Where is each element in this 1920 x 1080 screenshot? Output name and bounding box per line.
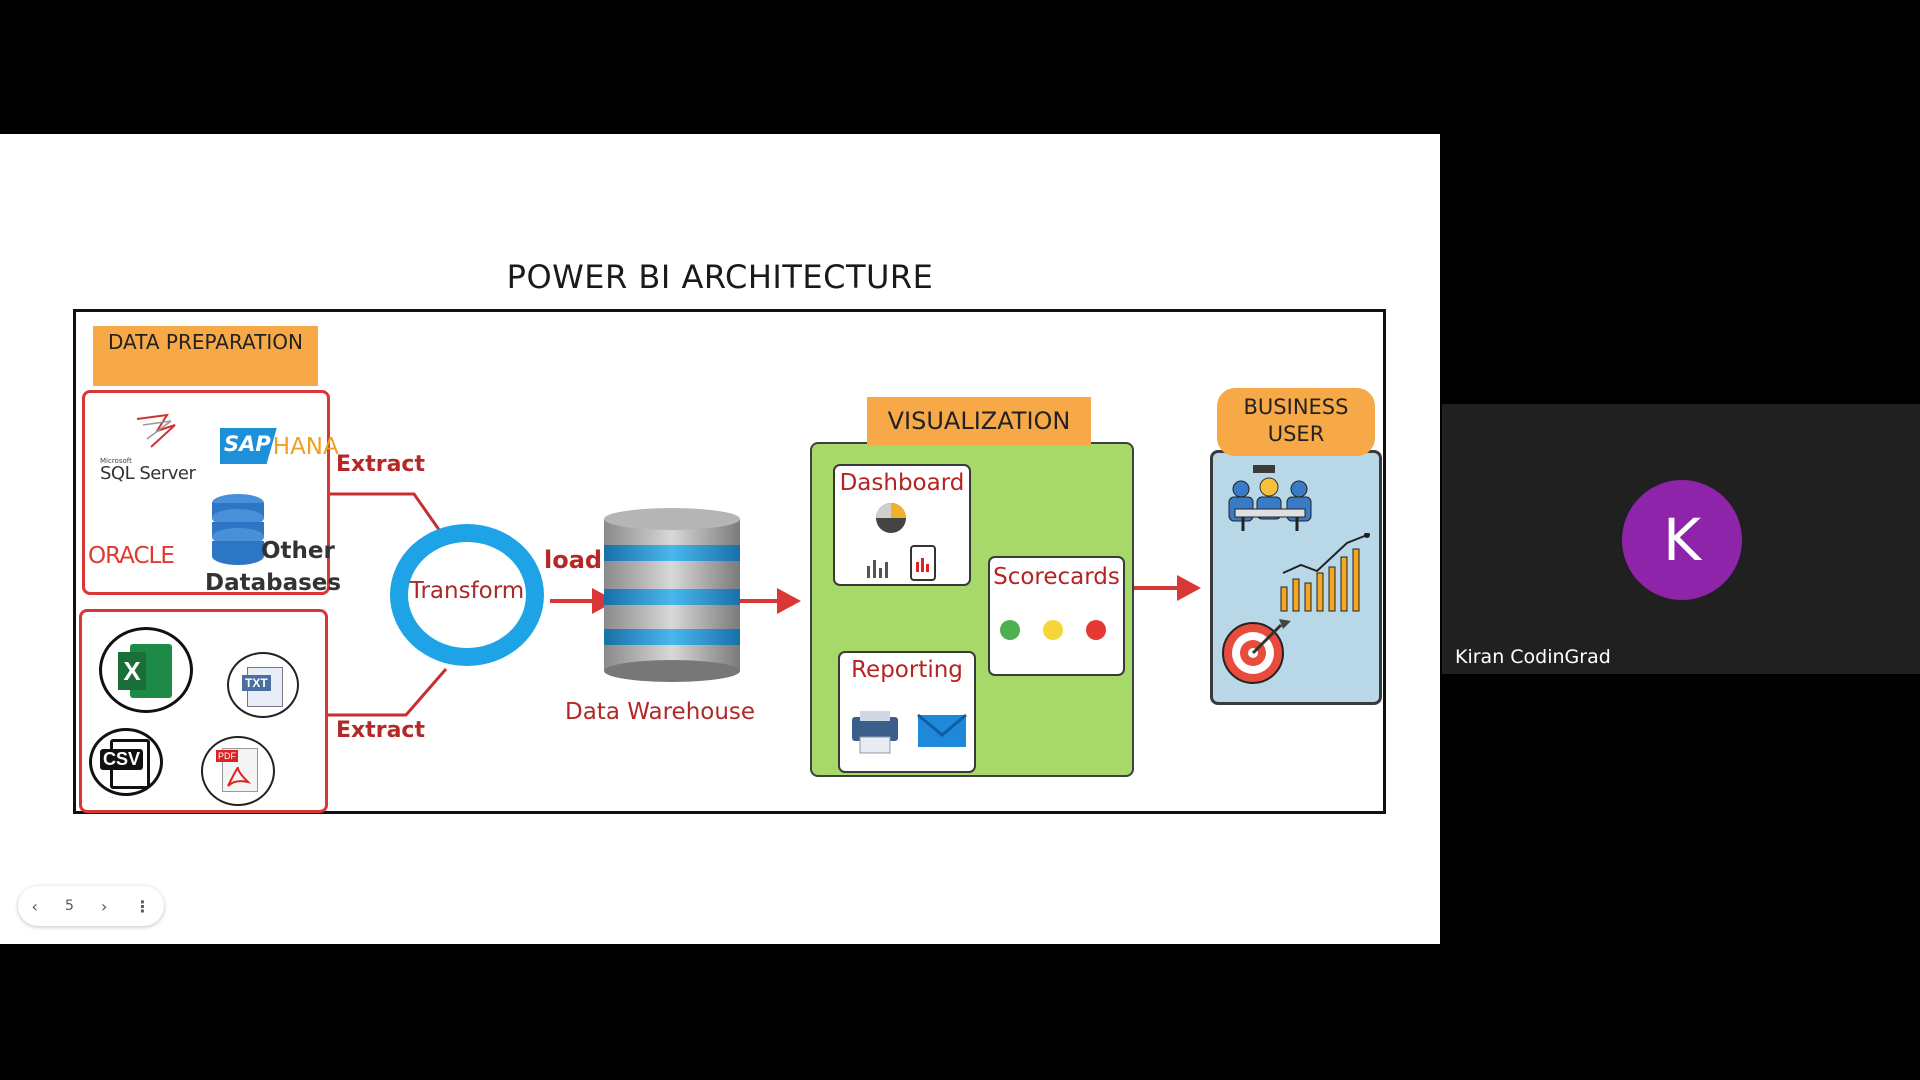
databases-label: Databases: [205, 570, 342, 596]
business-user-tag: BUSINESS USER: [1217, 388, 1375, 456]
scorecards-card: Scorecards: [988, 556, 1125, 676]
visualization-panel: Dashboard Scorecards: [810, 442, 1134, 777]
email-icon: [917, 713, 967, 747]
reporting-card: Reporting: [838, 651, 976, 773]
pdf-label: PDF: [216, 750, 238, 762]
csv-file-icon: CSV: [89, 728, 163, 796]
txt-file-icon: TXT: [227, 652, 299, 718]
dashboard-card: Dashboard: [833, 464, 971, 586]
extract-bottom-label: Extract: [336, 718, 425, 743]
sql-server-label: SQL Server: [100, 463, 196, 484]
presentation-slide: POWER BI ARCHITECTURE DATA PREPARATION M…: [0, 134, 1440, 944]
data-warehouse-label: Data Warehouse: [565, 699, 756, 725]
avatar: K: [1622, 480, 1742, 600]
dashboard-label: Dashboard: [839, 470, 965, 496]
csv-label: CSV: [100, 749, 144, 770]
data-preparation-tag: DATA PREPARATION: [93, 326, 318, 386]
extract-top-label: Extract: [336, 452, 425, 477]
sql-server-small-label: Microsoft: [100, 457, 132, 465]
other-label: Other: [261, 538, 335, 564]
business-user-panel: [1210, 450, 1382, 705]
txt-label: TXT: [242, 675, 271, 691]
architecture-diagram: DATA PREPARATION Microsoft SQL Server SA…: [73, 309, 1386, 814]
transform-label: Transform: [409, 578, 525, 604]
page-number: 5: [65, 898, 74, 914]
pdf-file-icon: PDF: [201, 736, 275, 806]
file-sources-box: X TXT CSV PDF: [79, 609, 328, 813]
visualization-tag: VISUALIZATION: [867, 397, 1091, 445]
hana-label: HANA: [272, 434, 339, 460]
data-warehouse-icon: [604, 508, 740, 682]
excel-letter: X: [118, 652, 146, 690]
transform-node: Transform: [390, 524, 544, 666]
printer-icon: [852, 711, 898, 754]
database-sources-box: Microsoft SQL Server SAP HANA ORACLE Oth…: [82, 390, 341, 596]
slide-title: POWER BI ARCHITECTURE: [506, 258, 934, 296]
sap-label: SAP: [220, 428, 277, 464]
participant-name: Kiran CodinGrad: [1455, 646, 1611, 668]
load-label: load: [544, 546, 603, 574]
oracle-logo-label: ORACLE: [88, 543, 175, 569]
dashboard-charts-icon: [867, 503, 936, 581]
database-icon: [212, 494, 264, 565]
slide-pager: ‹ 5 › ⋮: [18, 886, 164, 926]
sap-hana-logo: SAP HANA: [220, 428, 339, 464]
sql-server-logo-icon: [136, 413, 176, 448]
reporting-label: Reporting: [851, 657, 963, 683]
scorecards-label: Scorecards: [993, 564, 1120, 590]
meeting-users-icon: [1228, 465, 1312, 531]
growth-chart-icon: [1280, 533, 1370, 612]
flow-connectors: [328, 492, 1201, 717]
excel-icon: X: [99, 627, 193, 713]
target-icon: [1222, 619, 1291, 684]
participant-tile[interactable]: K Kiran CodinGrad: [1442, 404, 1920, 674]
status-lights-icon: [1000, 620, 1106, 640]
chevron-right-icon[interactable]: ›: [100, 896, 108, 916]
chevron-left-icon[interactable]: ‹: [31, 896, 38, 916]
more-vertical-icon[interactable]: ⋮: [134, 896, 151, 916]
